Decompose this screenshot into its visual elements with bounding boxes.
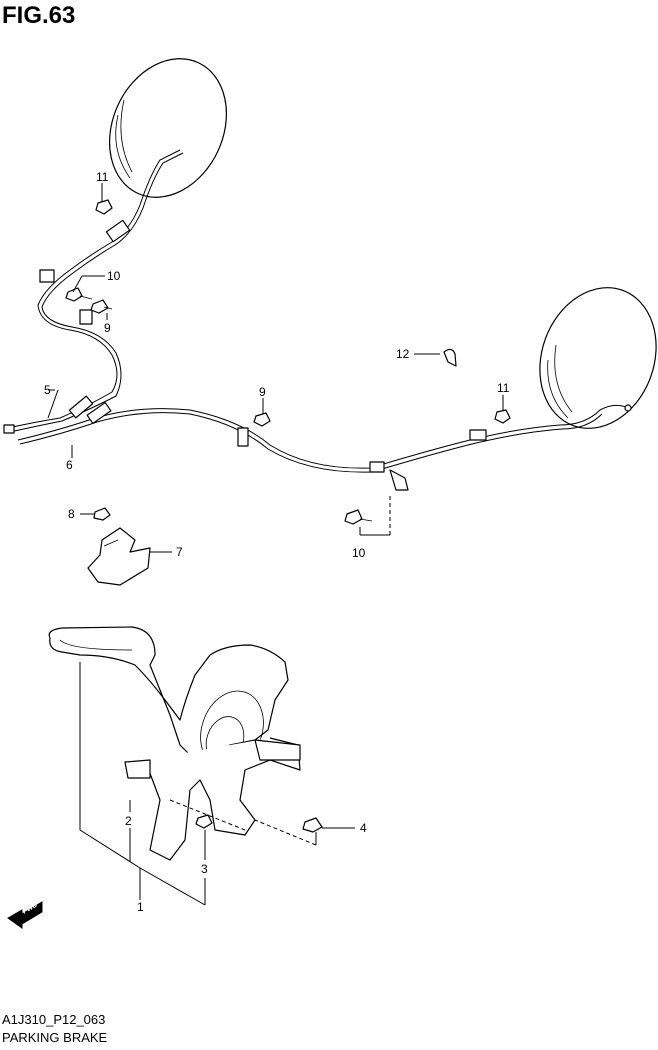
callout-2: 2	[125, 814, 132, 828]
nut-11-left	[95, 199, 113, 215]
callout-9-upper: 9	[104, 321, 111, 335]
callout-7: 7	[176, 545, 183, 559]
bolt-10-lower	[344, 509, 373, 525]
clip-12	[443, 348, 457, 367]
callout-11-left: 11	[96, 170, 109, 184]
callout-12: 12	[396, 347, 410, 361]
callout-11-right: 11	[497, 381, 510, 395]
nut-11-right	[494, 409, 511, 424]
callout-4: 4	[360, 821, 367, 835]
bolt-3	[195, 814, 213, 829]
figure-code: A1J310_P12_063	[2, 1012, 106, 1027]
figure-title: FIG.63	[2, 2, 76, 29]
nut-4	[302, 817, 323, 833]
callout-8: 8	[68, 507, 75, 521]
rear-brake-drum-right	[539, 287, 657, 429]
fwd-arrow-icon: FWD	[7, 901, 43, 929]
nut-8	[93, 507, 111, 521]
callout-10-lower: 10	[352, 546, 366, 560]
callout-1: 1	[137, 900, 144, 914]
bracket-7	[87, 527, 151, 586]
parking-brake-lever-assembly	[48, 626, 301, 861]
callout-6: 6	[66, 458, 73, 472]
bolt-10-upper	[65, 287, 93, 302]
leader-lines	[47, 183, 504, 906]
callout-9-lower: 9	[259, 385, 266, 399]
callout-10-upper: 10	[107, 269, 121, 283]
rear-brake-drum-left	[108, 58, 228, 198]
bolt-9-upper	[90, 299, 113, 314]
figure-name: PARKING BRAKE	[2, 1030, 108, 1045]
callout-5: 5	[44, 383, 51, 397]
callout-3: 3	[201, 862, 208, 876]
parking-brake-cable-5	[3, 149, 184, 434]
parking-brake-cable-6	[17, 401, 632, 491]
bolt-9-lower	[253, 412, 271, 427]
